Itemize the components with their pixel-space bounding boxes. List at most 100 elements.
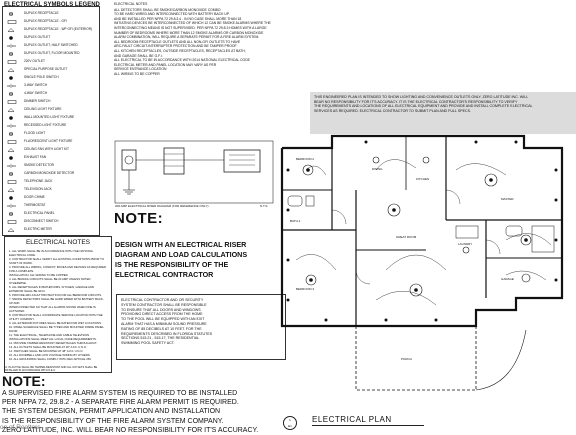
gray-note-line: THIS ENGINEERED PLAN IS INTENDED TO SHOW… (314, 95, 529, 99)
tv-jack-icon (6, 187, 20, 192)
room-label: GREAT ROOM (396, 235, 417, 239)
switch-icon (6, 75, 20, 80)
ceiling-light-icon (6, 107, 20, 112)
note-line: DIAGRAM AND LOAD CALCULATIONS (115, 250, 248, 259)
legend-label: CEILING FAN WITH LIGHT KIT (24, 147, 69, 151)
gray-note-line: SERVICES AS REQUIRED. ELECTRICAL CONTRAC… (314, 108, 471, 113)
legend-label: DISCONNECT SWITCH (24, 219, 59, 223)
security-note-line: SWIMMING POOL SAFETY ACT. (121, 341, 175, 346)
security-note-line: TO ENSURE THAT ALL DOORS AND WINDOWS (121, 307, 201, 312)
room-label: BEDROOM 3 (296, 287, 314, 291)
legend-box: DUPLEX RECEPTACLE DUPLEX RECEPTACLE - GFI… (2, 6, 100, 236)
legend-label: CARBON MONOXIDE DETECTOR (24, 171, 75, 175)
legend-label: SMOKE DETECTOR (24, 163, 54, 167)
electrical-note-line: ARC-FAULT CIRCUIT-INTERRUPTER PROTECTION… (114, 44, 237, 49)
legend-label: DUPLEX RECEPTACLE - WP GFI (EXTERIOR) (24, 27, 93, 31)
legend-label: SPECIAL PURPOSE OUTLET (24, 67, 68, 71)
electrical-note-line: ALL DETECTORS SHALL BE SMOKE/CARBON MONO… (114, 7, 221, 12)
fire-note-heading: NOTE: (2, 373, 46, 389)
electrical-notes-line: 14. SWITCHES SHALL BE MOUNTED AT 48" A.F… (9, 349, 84, 353)
fluorescent-icon (6, 139, 20, 144)
legend-row: 3-WAY SWITCH (6, 81, 98, 89)
riser-nts: N.T.S. (260, 204, 269, 208)
ceiling-fan-icon (6, 147, 20, 152)
smoke-detector-icon (6, 163, 20, 168)
security-note-line: REQUIREMENTS DESCRIBED IN FLORIDA STATUT… (121, 331, 213, 336)
fire-note-line: A SUPERVISED FIRE ALARM SYSTEM IS REQUIR… (2, 390, 238, 397)
electrical-note-line: TO BE HARD WIRED AND INTERCONNECTED WITH… (114, 12, 230, 17)
legend-label: 3-WAY SWITCH (24, 83, 48, 87)
electrical-note-line: ALL BEDROOM RECEPTACLE OUTLETS AND ALL N… (114, 39, 241, 44)
legend-row: THERMOSTAT (6, 201, 98, 209)
note-line: IS THE RESPONSIBILITY OF THE (115, 260, 229, 269)
electrical-notes-line: 9. ALL EXTERIOR FIXTURES SHALL BE RATED … (9, 321, 102, 325)
exhaust-fan-icon (6, 155, 20, 160)
legend-label: FLUORESCENT LIGHT FIXTURE (24, 139, 73, 143)
electrical-notes-footer: 16. IN ACTIVE SHALL BE TAMPER-RESISTANT … (4, 366, 98, 372)
security-note-line: ELECTRICAL CONTRACTOR AND OR SECURITY (121, 298, 204, 302)
disconnect-icon (6, 219, 20, 224)
legend-row: DUPLEX RECEPTACLE (6, 9, 98, 17)
legend-label: FLOOD LIGHT (24, 131, 46, 135)
sheet-number: 1 (289, 418, 291, 422)
room-label: MASTER (501, 197, 514, 201)
legend-label: ELECTRICAL PANEL (24, 211, 55, 215)
thermostat-icon (6, 203, 20, 208)
room-label: BEDROOM 2 (296, 157, 314, 161)
electrical-notes-line: 16. ALL GROUNDING SHALL COMPLY WITH NEC … (9, 357, 92, 361)
electrical-note-line: NUMBER OF BEDROOMS WHERE MORE THAN 12 SM… (114, 30, 264, 35)
electrical-notes-line: 8. CONTRACTOR SHALL COORDINATE SERVICE L… (9, 313, 103, 321)
legend-label: TELEPHONE JACK (24, 179, 53, 183)
legend-title: ELECTRICAL SYMBOLS LEGEND (4, 2, 100, 8)
legend-label: DUPLEX RECEPTACLE (24, 11, 59, 15)
legend-row: SINGLE POLE SWITCH (6, 73, 98, 81)
room-label: LAUNDRY (458, 242, 472, 246)
security-note-line: ALARM THAT HAS A MINIMUM SOUND PRESSURE (121, 321, 207, 326)
legend-label: CEILING LIGHT FIXTURE (24, 107, 62, 111)
watermark: on of Realtors (0, 424, 41, 431)
gray-note: THIS ENGINEERED PLAN IS INTENDED TO SHOW… (310, 92, 576, 134)
room-label: GARAGE (501, 277, 514, 281)
legend-row: 220V OUTLET (6, 57, 98, 65)
4way-switch-icon (6, 91, 20, 97)
split-outlet-icon (6, 43, 20, 48)
plan-title: ELECTRICAL PLAN (312, 415, 392, 424)
fire-note-text: A SUPERVISED FIRE ALARM SYSTEM IS REQUIR… (2, 389, 332, 435)
legend-label: THERMOSTAT (24, 203, 46, 207)
electrical-notes-title: ELECTRICAL NOTES (25, 239, 91, 246)
legend-row: DISCONNECT SWITCH (6, 217, 98, 225)
legend-label: DUPLEX RECEPTACLE - GFI (24, 19, 67, 23)
electrical-notes-line: INSTALLATIONS SHALL MEET ALL LOCAL CODE … (9, 337, 97, 341)
legend-row: RECESSED LIGHT FIXTURE (6, 121, 98, 129)
room-label: DINING (372, 167, 383, 171)
3way-switch-icon (6, 83, 20, 88)
electrical-note-line: SERVICE ENTRANCE LOCATION (114, 67, 167, 72)
legend-label: DUPLEX OUTLET (24, 35, 51, 39)
plan-title-underline (312, 425, 424, 426)
electrical-note-line: AND BE INSTALLED PER NFPA 72 29.8.3.4 - … (114, 16, 242, 21)
electrical-notes-line: INSTALLATION. ALL WIRING TO BE COPPER. (9, 273, 69, 277)
security-note-line: SECTIONS 515.21 - 515.17, THE RESIDENTIA… (121, 336, 200, 341)
legend-label: ELECTRIC METER (24, 227, 52, 231)
electrical-notes-line: 2. CONTRACTOR SHALL VERIFY ALL EXISTING … (9, 257, 105, 265)
electrical-note-line: AND GARAGE SHALL BE G.F.I. (114, 53, 163, 58)
range-outlet-icon (6, 59, 20, 64)
legend-label: DOOR CHIME (24, 195, 45, 199)
electrical-notes-box: ELECTRICAL NOTES 1. ALL WORK SHALL BE IN… (4, 236, 112, 373)
legend-label: DUPLEX OUTLET, FLOOR MOUNTED (24, 51, 80, 55)
electrical-note-line: ALARM COMBINATION, WILL REQUIRE A SEPARA… (114, 35, 260, 40)
security-note-line: PROVIDING DIRECT ACCESS FROM THE HOME (121, 312, 203, 317)
legend-row: DUPLEX RECEPTACLE - WP GFI (EXTERIOR) (6, 25, 98, 33)
phone-jack-icon (6, 179, 20, 184)
electrical-notes-top-title: ELECTRICAL NOTES (114, 2, 148, 6)
electrical-note-line: INITIATING DEVICES BE INTERCONNECTED OF … (114, 21, 271, 26)
electrical-notes-line: 12. PROVIDE TAMPER-RESISTANT RECEPTACLES… (9, 341, 98, 345)
quad-outlet-icon (6, 35, 20, 40)
panel-icon (6, 211, 20, 217)
legend-row: EXHAUST FAN (6, 153, 98, 161)
legend-row: FLOOD LIGHT (6, 129, 98, 137)
electrical-notes-line: 15. ALL DOORBELL AND LOW VOLTAGE WIRING … (9, 353, 91, 357)
electrical-note-line: ALL WIRING TO BE COPPER (114, 71, 160, 76)
legend-row: TELEPHONE JACK (6, 177, 98, 185)
